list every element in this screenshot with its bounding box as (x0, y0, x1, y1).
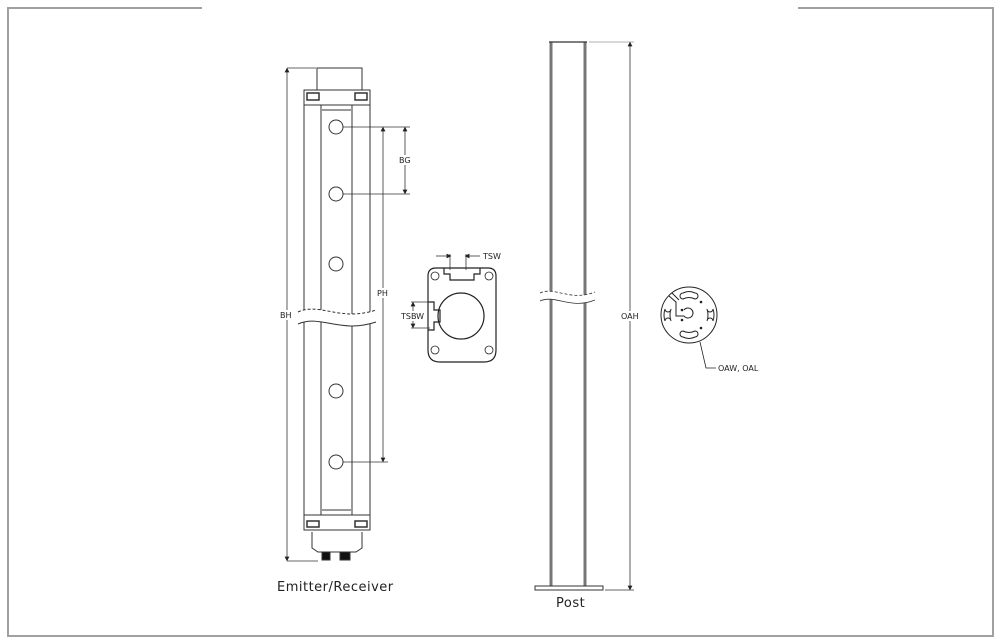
sensor-cross-section (427, 267, 497, 363)
bh-label: BH (280, 311, 292, 320)
tsw-label: TSW (482, 252, 501, 261)
post-caption: Post (556, 596, 585, 611)
emitter-receiver-bar (297, 67, 377, 561)
oah-label: OAH (621, 312, 639, 321)
oaw-oal-label: OAW, OAL (718, 364, 759, 373)
emitter-receiver-caption: Emitter/Receiver (277, 580, 394, 595)
base-plate-top-view (660, 286, 718, 369)
ph-label: PH (377, 289, 388, 298)
bg-label: BG (399, 156, 411, 165)
tsbw-label: TSBW (400, 312, 424, 321)
post-drawing (534, 41, 604, 591)
drawing-frame (7, 7, 994, 637)
